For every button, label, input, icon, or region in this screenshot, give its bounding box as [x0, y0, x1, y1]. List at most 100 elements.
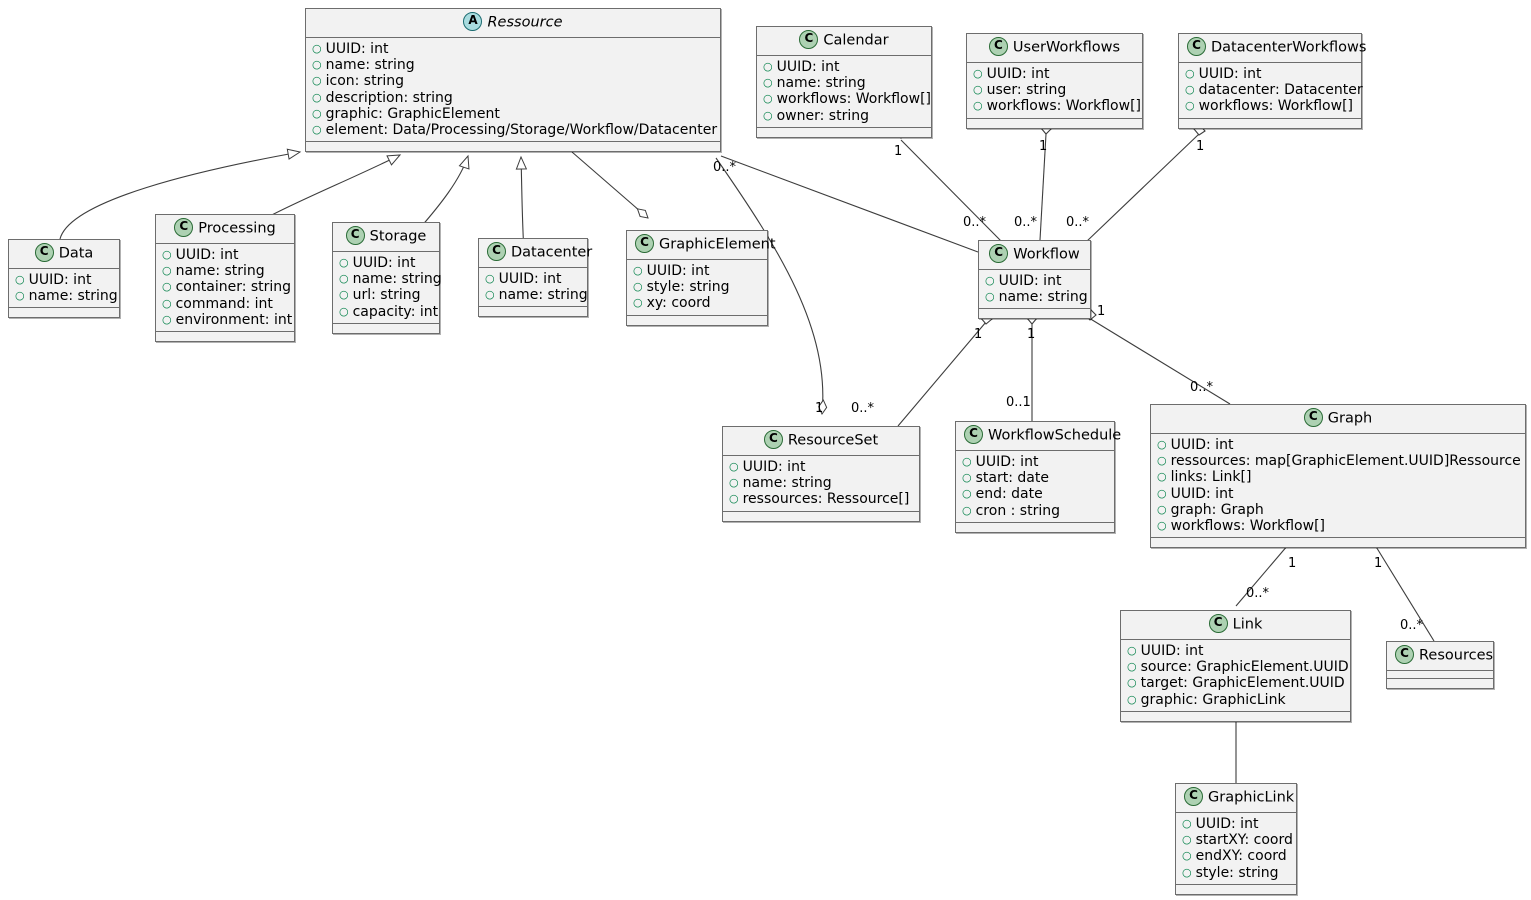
class-methods-ressource [306, 142, 720, 152]
attribute-row: ○graphic: GraphicLink [1127, 691, 1286, 708]
class-badge-icon: C [988, 37, 1008, 56]
class-attributes-resourceset: ○UUID: int ○name: string ○ressources: Re… [723, 456, 919, 512]
attribute-row: ○style: string [1182, 864, 1279, 881]
attribute-row: ○ressources: map[GraphicElement.UUID]Res… [1157, 453, 1521, 470]
attribute-row: ○ressources: Ressource[] [729, 491, 910, 508]
attribute-row: ○xy: coord [633, 295, 711, 312]
class-badge-icon: C [487, 242, 506, 261]
multiplicity-label: 0..* [1246, 586, 1270, 601]
visibility-public-icon: ○ [763, 76, 773, 90]
class-badge-icon: C [174, 218, 194, 237]
attribute-row: ○name: string [763, 75, 866, 92]
multiplicity-label: 0..* [1014, 215, 1038, 230]
class-methods-storage [333, 323, 439, 333]
visibility-public-icon: ○ [962, 471, 972, 485]
class-methods-graphicelement [627, 315, 767, 325]
class-attributes-processing: ○UUID: int ○name: string ○container: str… [156, 244, 294, 333]
multiplicity-label: 1 [894, 144, 903, 159]
class-title-workflowschedule: WorkflowSchedule [988, 427, 1122, 444]
attribute-row: ○links: Link[] [1157, 469, 1252, 486]
class-badge-icon: C [1395, 645, 1414, 664]
visibility-public-icon: ○ [485, 272, 495, 285]
class-title-ressource: Ressource [487, 14, 563, 31]
visibility-public-icon: ○ [1185, 67, 1195, 80]
class-title-link: Link [1232, 616, 1263, 633]
attribute-row: ○UUID: int [985, 273, 1062, 289]
class-methods-calendar [757, 127, 931, 137]
class-title-storage: Storage [369, 228, 427, 245]
edge-processing-inherits-ressource [269, 154, 402, 217]
class-badge-icon: C [763, 430, 783, 449]
class-title-graph: Graph [1327, 410, 1373, 427]
class-badge-icon: C [1208, 614, 1228, 633]
visibility-public-icon: ○ [1185, 83, 1195, 97]
class-methods-resourceset [723, 511, 919, 521]
abstract-badge-icon: A [463, 12, 483, 31]
multiplicity-label: 1 [1196, 139, 1205, 154]
class-attributes-userworkflows: ○UUID: int ○user: string ○workflows: Wor… [967, 63, 1142, 119]
visibility-public-icon: ○ [763, 92, 773, 106]
multiplicity-label: 1 [974, 327, 983, 342]
visibility-public-icon: ○ [312, 123, 322, 137]
multiplicity-label: 0..* [1400, 618, 1424, 633]
attribute-row: ○end: date [962, 486, 1043, 503]
attribute-row: ○UUID: int [729, 459, 806, 475]
visibility-public-icon: ○ [1157, 438, 1167, 451]
edge-ressource-graphicelement [571, 151, 649, 219]
visibility-public-icon: ○ [312, 58, 322, 72]
visibility-public-icon: ○ [162, 312, 172, 326]
class-badge-icon: C [1187, 37, 1206, 56]
class-title-calendar: Calendar [823, 32, 889, 49]
visibility-public-icon: ○ [1127, 676, 1137, 690]
visibility-public-icon: ○ [1157, 502, 1167, 516]
visibility-public-icon: ○ [339, 272, 349, 286]
class-attributes-graphiclink: ○UUID: int ○startXY: coord ○endXY: coord… [1176, 813, 1296, 885]
visibility-public-icon: ○ [162, 248, 172, 261]
class-title-graphiclink: GraphicLink [1208, 789, 1295, 806]
visibility-public-icon: ○ [162, 264, 172, 278]
attribute-row: ○UUID: int [162, 247, 239, 263]
visibility-public-icon: ○ [15, 289, 25, 303]
class-methods-resources [1387, 679, 1493, 688]
class-methods-workflowschedule [956, 522, 1114, 532]
class-attributes-storage: ○UUID: int ○name: string ○url: string ○c… [333, 252, 442, 324]
visibility-public-icon: ○ [633, 296, 643, 310]
class-methods-datacenterworkflows [1179, 118, 1361, 128]
class-attributes-data: ○UUID: int ○name: string [9, 269, 119, 309]
class-badge-icon: C [1303, 408, 1323, 427]
attribute-row: ○description: string [312, 89, 453, 106]
multiplicity-label: 1 [815, 401, 824, 416]
attribute-row: ○UUID: int [1127, 643, 1204, 659]
class-methods-link [1121, 711, 1350, 721]
visibility-public-icon: ○ [962, 503, 972, 517]
visibility-public-icon: ○ [1157, 454, 1167, 468]
attribute-row: ○name: string [985, 289, 1088, 306]
multiplicity-label: 1 [1374, 556, 1383, 571]
edge-calendar-workflow [900, 139, 1003, 243]
attribute-row: ○graph: Graph [1157, 501, 1264, 518]
